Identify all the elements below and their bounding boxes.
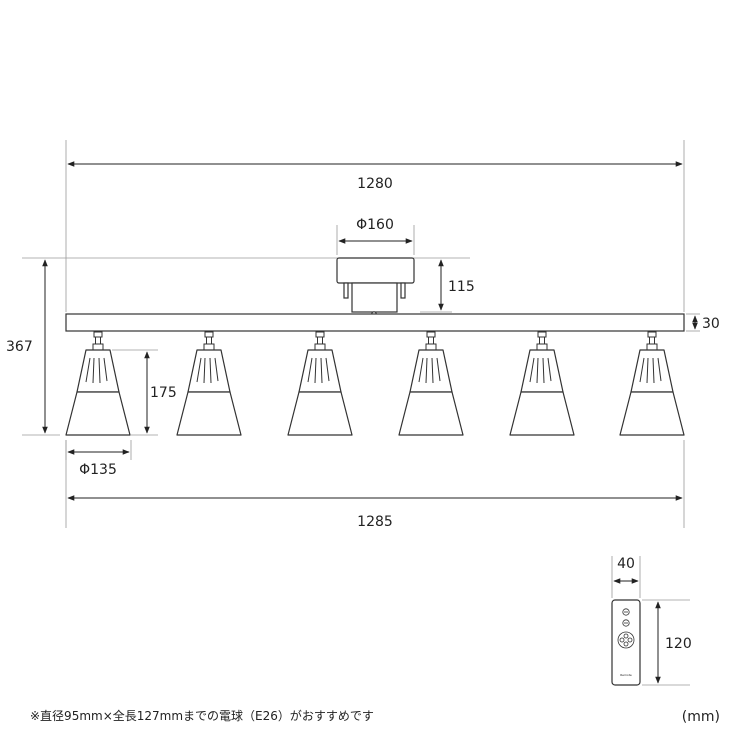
spotlight-2	[176, 331, 242, 436]
label-base-diameter: Φ160	[356, 217, 394, 233]
remote-brand-label: Remote	[620, 673, 632, 677]
guide-lines	[22, 140, 700, 686]
label-base-height: 115	[448, 279, 475, 295]
dimension-arrows	[42, 161, 698, 684]
unit-label: (mm)	[682, 709, 720, 725]
spotlights	[65, 331, 685, 436]
spotlight-6	[619, 331, 685, 436]
label-overall-width: 1285	[357, 514, 393, 530]
label-remote-width: 40	[617, 556, 635, 572]
remote-control: Remote	[611, 599, 641, 686]
ceiling-base	[336, 257, 415, 317]
label-remote-height: 120	[665, 636, 692, 652]
spotlight-4	[398, 331, 464, 436]
spotlight-1	[65, 331, 131, 436]
footer-note: ※直径95mm×全長127mmまでの電球（E26）がおすすめです	[30, 708, 374, 723]
light-bar	[65, 313, 685, 332]
label-total-height: 367	[6, 339, 33, 355]
spotlight-5	[509, 331, 575, 436]
remote-buttons	[617, 608, 635, 649]
spotlight-3	[287, 331, 353, 436]
label-shade-diameter: Φ135	[79, 462, 117, 478]
label-ceiling-width: 1280	[357, 176, 393, 192]
label-shade-height: 175	[150, 385, 177, 401]
label-bar-thickness: 30	[702, 316, 720, 332]
